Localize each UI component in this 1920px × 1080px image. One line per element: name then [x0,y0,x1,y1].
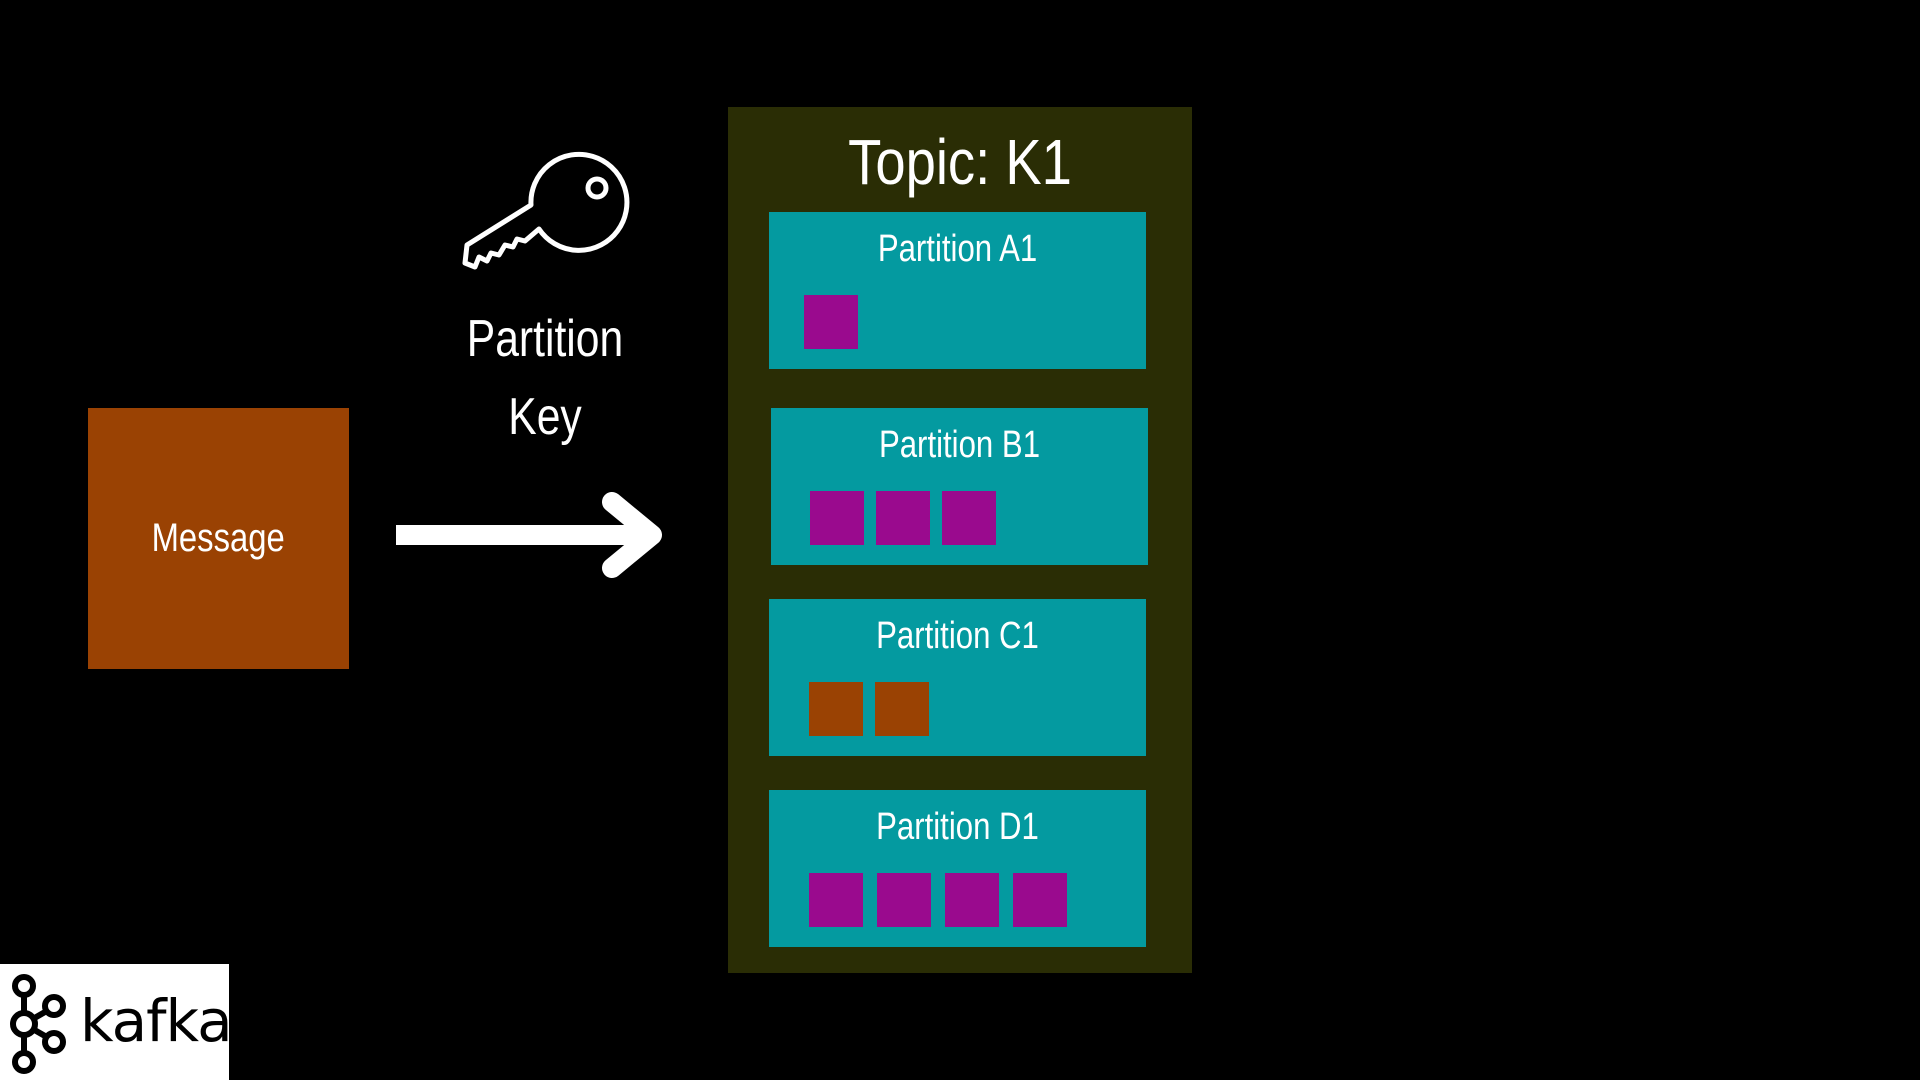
arrow-right-icon [396,492,662,578]
partition-key-label: Partition Key [463,300,627,456]
partition-key-line2: Key [508,388,582,446]
kafka-logo: kafka [0,964,233,1080]
partition-box: Partition C1 [769,599,1146,756]
partition-box: Partition A1 [769,212,1146,369]
message-block [809,682,863,736]
message-block [875,682,929,736]
partition-box: Partition D1 [769,790,1146,947]
message-block [945,873,999,927]
message-block [877,873,931,927]
partition-box: Partition B1 [771,408,1148,565]
key-icon [462,151,630,270]
message-block [810,491,864,545]
partition-label: Partition B1 [878,424,1041,466]
message-box: Message [88,408,349,669]
topic-container: Topic: K1 Partition A1 Partition B1 Partit… [728,107,1192,973]
partition-label: Partition A1 [877,228,1038,270]
partition-key-line1: Partition [466,310,624,368]
message-block [809,873,863,927]
message-block [1013,873,1067,927]
message-label: Message [151,516,286,560]
partition-label: Partition D1 [876,806,1039,848]
message-block [804,295,858,349]
topic-title: Topic: K1 [848,126,1072,198]
kafka-logo-icon [10,974,66,1074]
kafka-wordmark: kafka [80,987,233,1055]
message-block [942,491,996,545]
message-block [876,491,930,545]
partition-label: Partition C1 [876,615,1039,657]
